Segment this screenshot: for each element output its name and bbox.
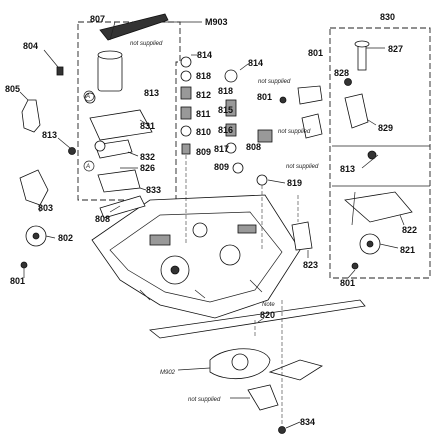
label-832: 832 [140, 152, 155, 162]
label-810: 810 [196, 127, 211, 137]
label-805: 805 [5, 84, 20, 94]
right-subassembly-box [329, 27, 431, 279]
label-801: 801 [10, 276, 25, 286]
label-808: 808 [95, 214, 110, 224]
label-819: 819 [287, 178, 302, 188]
lever-807 [99, 13, 169, 41]
screw-804 [56, 66, 64, 76]
label-815: 815 [218, 105, 233, 115]
label-811: 811 [196, 109, 211, 119]
label-822: 822 [402, 225, 417, 235]
label-830: 830 [380, 12, 395, 22]
label-817: 817 [214, 144, 229, 154]
label-m902: M902 [160, 370, 176, 376]
label-813: 813 [340, 164, 355, 174]
label-821: 821 [400, 245, 415, 255]
label-818: 818 [196, 71, 211, 81]
label-note: Note [262, 302, 275, 308]
bracket-823 [291, 221, 313, 251]
arm-803 [19, 169, 49, 206]
note-not-supplied: not supplied [130, 41, 163, 47]
note-not-supplied: not supplied [258, 79, 291, 85]
note-not-supplied: not supplied [278, 129, 311, 135]
label-813: 813 [42, 130, 57, 140]
label-808: 808 [246, 142, 261, 152]
label-801: 801 [257, 92, 272, 102]
label-820: 820 [260, 310, 275, 320]
label-814: 814 [248, 58, 263, 68]
label-834: 834 [300, 417, 315, 427]
note-not-supplied: not supplied [188, 397, 221, 403]
label-816: 816 [218, 125, 233, 135]
label-809: 809 [196, 147, 211, 157]
label-814: 814 [197, 50, 212, 60]
label-828: 828 [334, 68, 349, 78]
label-818: 818 [218, 86, 233, 96]
label-831: 831 [140, 121, 155, 131]
label-m903: M903 [205, 17, 228, 27]
label-826: 826 [140, 163, 155, 173]
motor-m903 [97, 54, 123, 92]
pin-827 [357, 43, 367, 71]
label-803: 803 [38, 203, 53, 213]
circle-mark-a: A [85, 94, 90, 100]
label-809: 809 [214, 162, 229, 172]
leader-lines [19, 21, 405, 429]
lever-805 [21, 99, 41, 133]
lower-plate [149, 299, 366, 339]
label-813: 813 [144, 88, 159, 98]
label-807: 807 [90, 14, 105, 24]
circle-mark-a: A [85, 164, 90, 170]
note-not-supplied: not supplied [286, 164, 319, 170]
label-812: 812 [196, 90, 211, 100]
label-801: 801 [340, 278, 355, 288]
label-833: 833 [146, 185, 161, 195]
label-802: 802 [58, 233, 73, 243]
label-801: 801 [308, 48, 323, 58]
label-823: 823 [303, 260, 318, 270]
label-827: 827 [388, 44, 403, 54]
label-829: 829 [378, 123, 393, 133]
label-804: 804 [23, 41, 38, 51]
main-chassis [91, 194, 301, 319]
plate-822 [344, 191, 413, 223]
